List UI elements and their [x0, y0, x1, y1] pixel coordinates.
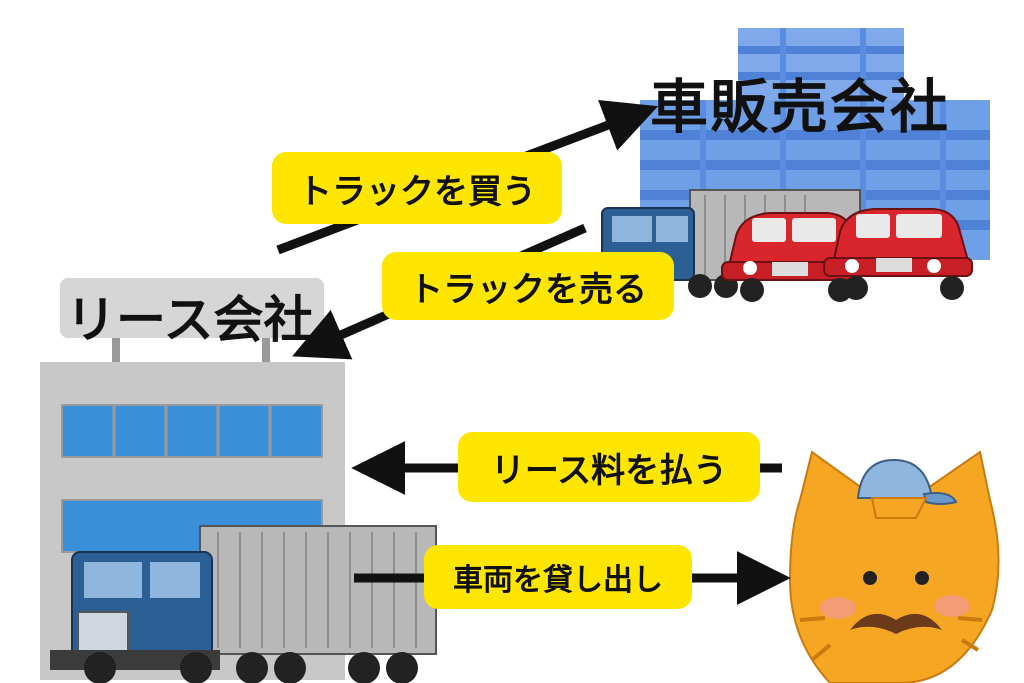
edge-label-pay: リース料を払う: [458, 432, 760, 502]
cat-icon: [788, 450, 1000, 683]
dealer-label: 車販売会社: [650, 73, 951, 141]
edge-label-lend: 車両を貸し出し: [424, 545, 692, 609]
edge-label-sell: トラックを売る: [382, 252, 674, 320]
edge-label-buy: トラックを買う: [272, 152, 562, 224]
truck-icon: [50, 525, 437, 683]
red-car-icon: [823, 208, 973, 300]
lease-label: リース会社: [66, 291, 314, 349]
cap-icon: [856, 458, 958, 519]
